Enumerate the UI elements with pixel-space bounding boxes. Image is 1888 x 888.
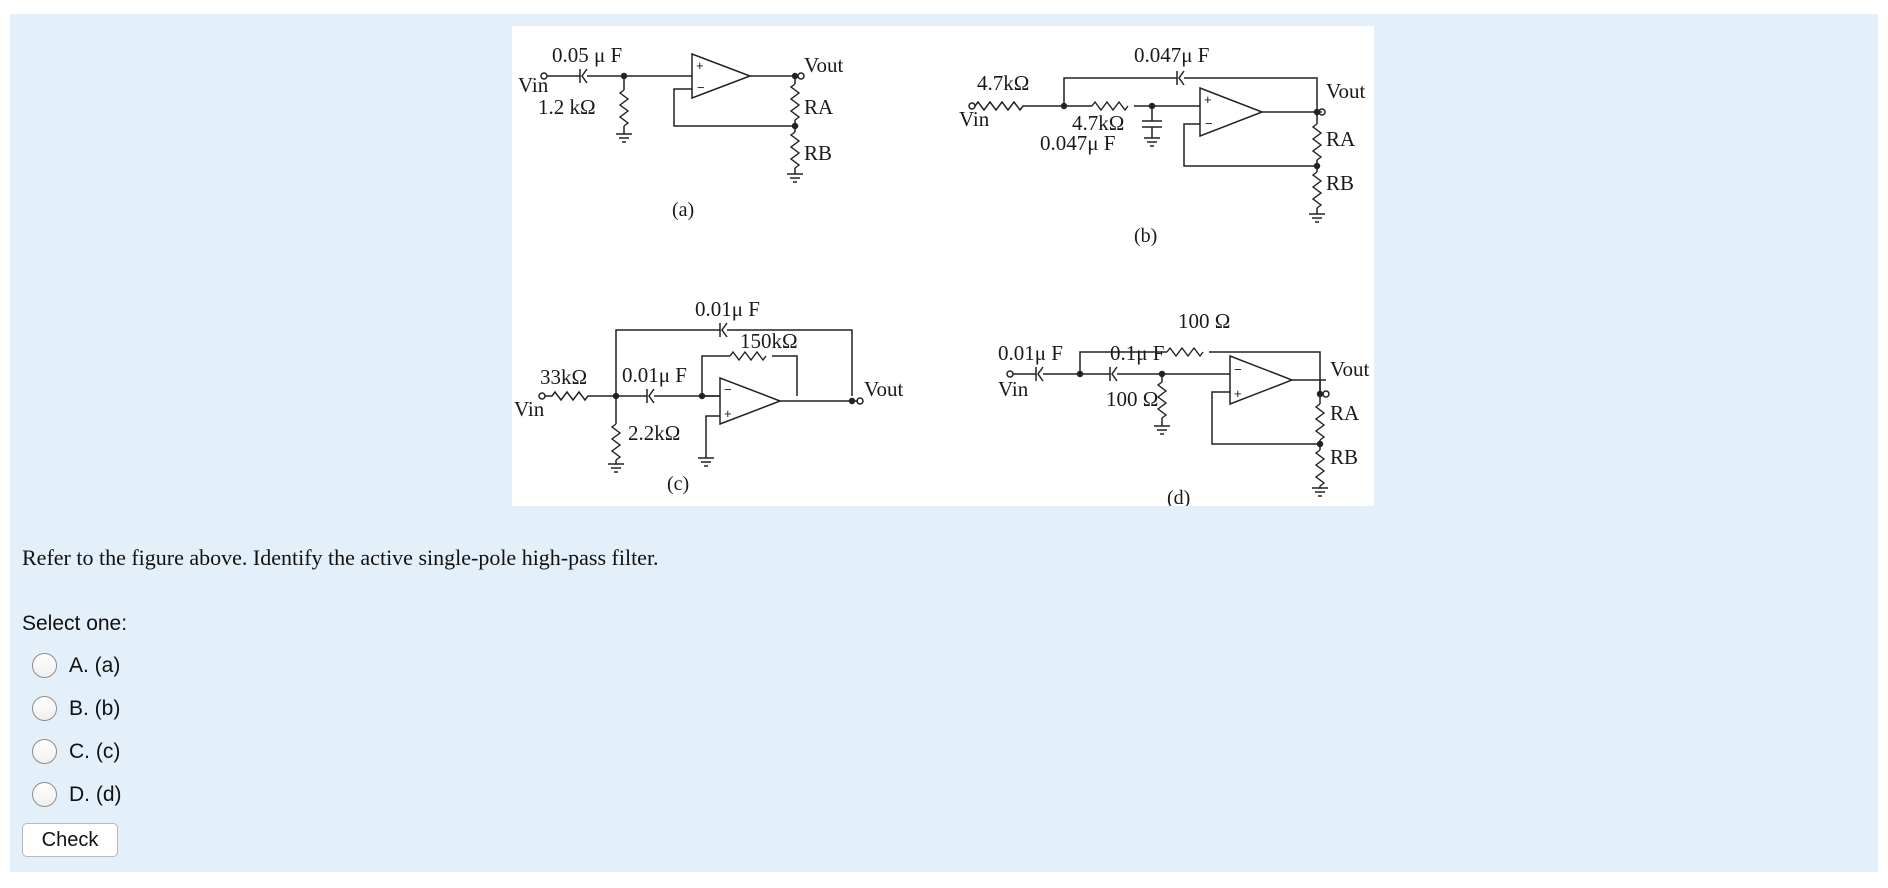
circuit-c-rin-label: 33kΩ <box>540 365 587 389</box>
question-panel: + − 0.05 μ F Vin 1.2 kΩ Vout RA RB (a) <box>10 14 1878 872</box>
circuit-d-capin-label: 0.01μ F <box>998 341 1063 365</box>
circuit-a-caption: (a) <box>672 199 694 221</box>
select-one-label: Select one: <box>22 612 128 635</box>
svg-text:+: + <box>1204 92 1212 107</box>
circuit-d-rgnd-label: 100 Ω <box>1106 387 1158 411</box>
circuit-d-rb-label: RB <box>1330 445 1358 469</box>
circuit-c-rfb-label: 150kΩ <box>740 329 798 353</box>
circuit-c-captop-label: 0.01μ F <box>695 297 760 321</box>
circuit-c-opamp-signs: − + <box>724 382 732 421</box>
circuit-c-capmid-label: 0.01μ F <box>622 363 687 387</box>
circuit-d-vout-label: Vout <box>1330 357 1369 381</box>
circuit-d-vin-label: Vin <box>998 377 1029 401</box>
option-a[interactable]: A. (a) <box>32 644 122 687</box>
circuit-c-vin-label: Vin <box>514 397 545 421</box>
circuit-a-cap-label: 0.05 μ F <box>552 43 622 67</box>
circuit-b <box>968 70 1326 223</box>
option-c[interactable]: C. (c) <box>32 730 122 773</box>
svg-text:+: + <box>724 406 732 421</box>
radio-icon[interactable] <box>32 653 57 678</box>
option-a-label[interactable]: A. (a) <box>69 653 121 677</box>
circuit-a-opamp-signs: + − <box>696 58 705 95</box>
circuit-d-capmid-label: 0.1μ F <box>1110 341 1164 365</box>
svg-text:−: − <box>697 80 705 95</box>
circuit-b-opamp-signs: + − <box>1204 92 1213 131</box>
circuit-c-rgnd-label: 2.2kΩ <box>628 421 680 445</box>
svg-text:−: − <box>1205 116 1213 131</box>
circuit-d-ra-label: RA <box>1330 401 1360 425</box>
circuit-c-vout-label: Vout <box>864 377 903 401</box>
check-button[interactable]: Check <box>22 823 118 857</box>
circuit-b-vout-label: Vout <box>1326 79 1365 103</box>
svg-text:+: + <box>696 58 704 73</box>
circuit-b-rmid-label: 4.7kΩ <box>1072 111 1124 135</box>
question-text: Refer to the figure above. Identify the … <box>22 545 659 570</box>
circuit-figure: + − 0.05 μ F Vin 1.2 kΩ Vout RA RB (a) <box>512 26 1374 506</box>
radio-icon[interactable] <box>32 739 57 764</box>
circuit-a-vin-label: Vin <box>518 73 549 97</box>
svg-text:−: − <box>1234 362 1242 377</box>
circuit-d-opamp-signs: − + <box>1234 362 1242 401</box>
circuit-diagrams: + − 0.05 μ F Vin 1.2 kΩ Vout RA RB (a) <box>514 43 1369 506</box>
circuit-a-ra-label: RA <box>804 95 834 119</box>
circuit-a <box>540 52 805 183</box>
circuit-b-caption: (b) <box>1134 225 1157 247</box>
circuit-b-captop-label: 0.047μ F <box>1134 43 1209 67</box>
svg-text:−: − <box>724 382 732 397</box>
radio-icon[interactable] <box>32 696 57 721</box>
circuit-b-rb-label: RB <box>1326 171 1354 195</box>
circuit-a-res-label: 1.2 kΩ <box>538 95 596 119</box>
circuit-a-rb-label: RB <box>804 141 832 165</box>
option-b[interactable]: B. (b) <box>32 687 122 730</box>
radio-icon[interactable] <box>32 782 57 807</box>
circuit-b-rtop-label: 4.7kΩ <box>977 71 1029 95</box>
circuit-c-caption: (c) <box>667 473 689 495</box>
option-d-label[interactable]: D. (d) <box>69 782 122 806</box>
circuit-d <box>1006 347 1330 497</box>
answer-options: A. (a) B. (b) C. (c) D. (d) <box>32 644 122 816</box>
circuit-b-capmid-label: 0.047μ F <box>1040 131 1115 155</box>
circuit-d-caption: (d) <box>1167 487 1190 506</box>
circuit-b-vin-label: Vin <box>959 107 990 131</box>
option-c-label[interactable]: C. (c) <box>69 739 121 763</box>
circuit-b-ra-label: RA <box>1326 127 1356 151</box>
circuit-c <box>538 322 864 473</box>
option-b-label[interactable]: B. (b) <box>69 696 121 720</box>
svg-text:+: + <box>1234 386 1242 401</box>
option-d[interactable]: D. (d) <box>32 773 122 816</box>
circuit-d-rtop-label: 100 Ω <box>1178 309 1230 333</box>
circuit-a-vout-label: Vout <box>804 53 843 77</box>
